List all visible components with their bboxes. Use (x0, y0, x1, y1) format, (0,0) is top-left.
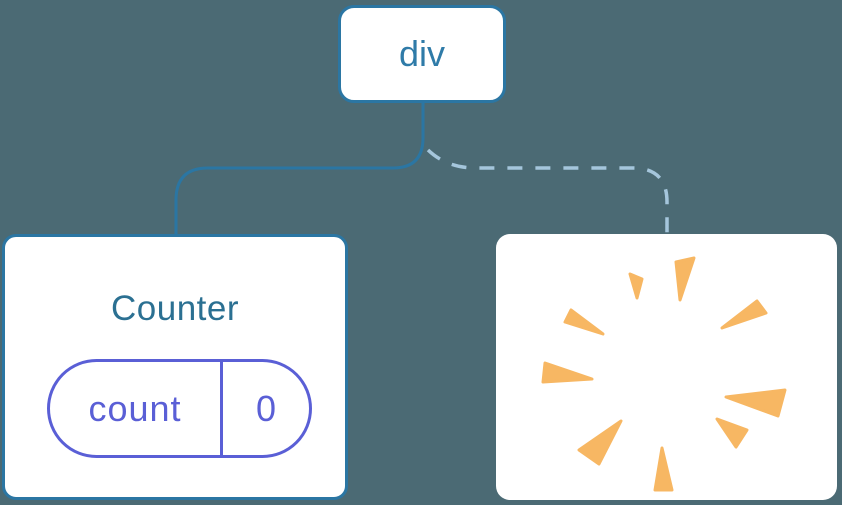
poof-ray (720, 299, 768, 330)
poof-ray (715, 417, 749, 449)
removed-component-card (496, 234, 837, 500)
counter-title: Counter (110, 289, 240, 328)
poof-ray (724, 388, 787, 418)
poof-burst-icon (541, 256, 787, 492)
poof-ray (563, 308, 605, 336)
root-node-div: div (338, 5, 506, 103)
root-node-label: div (398, 33, 446, 74)
poof-ray (577, 419, 623, 466)
state-key-cell: count (50, 362, 220, 455)
counter-card: Counter count 0 (2, 234, 348, 500)
state-value-cell: 0 (220, 362, 309, 455)
poof-ray (653, 446, 674, 492)
state-pill: count 0 (47, 359, 312, 458)
state-key-label: count (88, 387, 182, 429)
dashed-connector-line (426, 148, 669, 236)
poof-ray (628, 272, 644, 300)
solid-connector-line (174, 100, 425, 238)
state-value-label: 0 (255, 387, 277, 429)
poof-ray (674, 256, 696, 302)
poof-ray (541, 361, 594, 384)
